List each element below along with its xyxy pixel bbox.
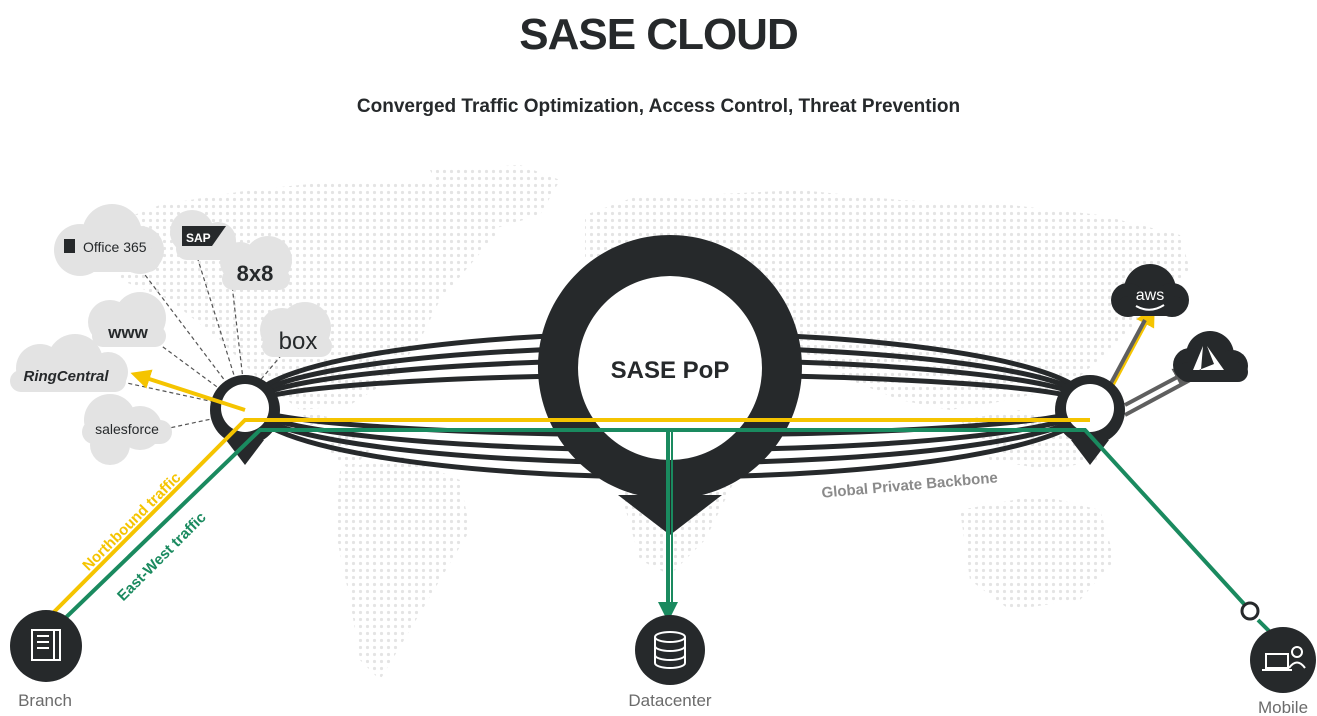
laptop-user-icon (1262, 646, 1306, 671)
salesforce-label: salesforce (95, 421, 159, 437)
cloud-8x8[interactable]: 8x8 (220, 236, 292, 290)
box-label: box (279, 328, 318, 355)
ringcentral-label: RingCentral (23, 368, 109, 385)
mobile-connector-dot (1240, 601, 1260, 621)
azure-cloud[interactable] (1173, 331, 1248, 382)
page-subtitle: Converged Traffic Optimization, Access C… (356, 96, 961, 117)
cloud-box[interactable]: box (260, 302, 332, 357)
aws-label: aws (1136, 287, 1164, 304)
branch-label: Branch (18, 691, 72, 710)
aws-smile-icon (1135, 304, 1165, 311)
mobile-label: Mobile (1258, 698, 1308, 716)
sap-label: SAP (186, 231, 211, 245)
page-title: SASE CLOUD (519, 10, 798, 59)
www-label: www (107, 323, 148, 342)
datacenter-label: Datacenter (628, 691, 711, 710)
mobile-endpoint[interactable] (1250, 627, 1316, 693)
northbound-path (46, 418, 1090, 620)
sase-pop-marker[interactable]: SASE PoP (537, 235, 802, 535)
cloud-ringcentral[interactable]: RingCentral (10, 334, 128, 392)
datacenter-endpoint[interactable] (635, 615, 705, 685)
8x8-label: 8x8 (237, 261, 274, 286)
traffic-paths (46, 369, 1272, 634)
northbound-arrow (130, 369, 246, 412)
cloud-office365[interactable]: Office 365 (54, 204, 164, 276)
sase-pop-label: SASE PoP (611, 357, 730, 384)
cloud-salesforce[interactable]: salesforce (82, 394, 172, 465)
sap-logo-icon (182, 226, 226, 246)
database-icon (654, 631, 686, 669)
office-icon (64, 239, 75, 253)
azure-icon (1193, 346, 1224, 370)
office365-label: Office 365 (83, 239, 147, 255)
branch-endpoint[interactable] (10, 610, 82, 682)
backbone-label: Global Private Backbone (821, 469, 999, 501)
cloud-www[interactable]: www (88, 292, 166, 347)
building-icon (31, 629, 61, 661)
aws-cloud[interactable]: aws (1111, 264, 1189, 317)
